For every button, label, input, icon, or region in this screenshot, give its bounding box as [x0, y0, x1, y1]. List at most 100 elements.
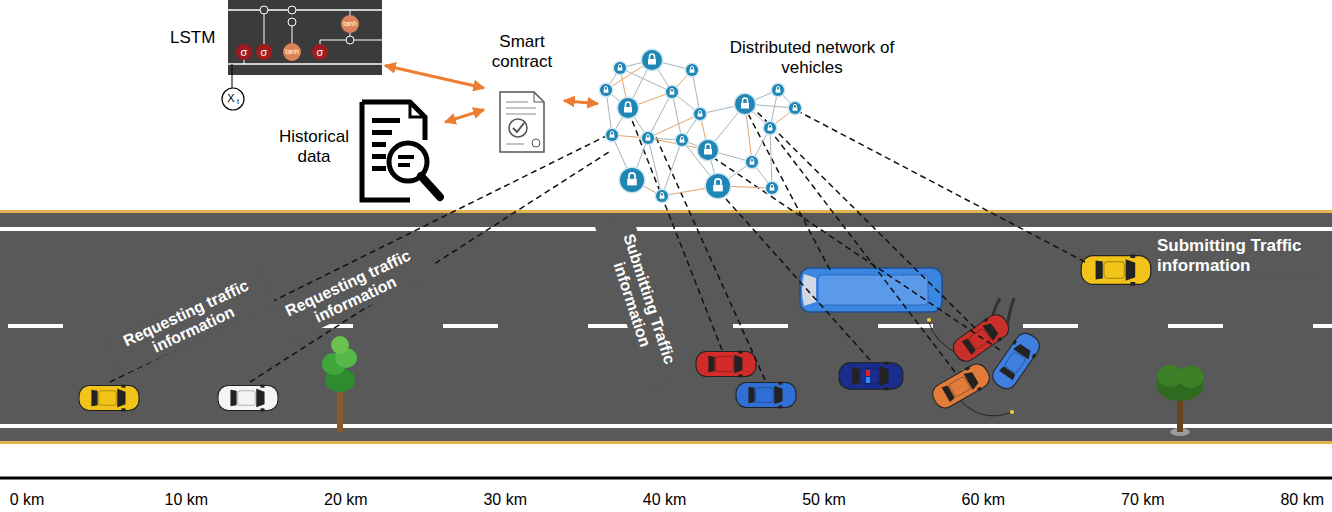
vehicle-network — [794, 104, 797, 107]
vehicle-network — [694, 108, 706, 120]
gate-symbol: σ — [261, 46, 268, 59]
historical-data-icon — [372, 166, 386, 171]
vehicle-network — [705, 173, 732, 200]
vehicle-network — [662, 140, 682, 196]
historical-data-icon — [421, 176, 440, 197]
road-label: Submitting Traffic information — [1154, 235, 1326, 276]
vehicle-network — [619, 167, 646, 194]
axis-label: 20 km — [324, 491, 368, 509]
vehicle-network — [706, 144, 711, 149]
vehicle-network — [629, 173, 635, 179]
node-group: Distributed network of vehicles — [598, 30, 900, 205]
vehicle-network — [763, 121, 778, 136]
vehicle-network — [671, 88, 674, 91]
smart-contract-icon — [532, 139, 540, 147]
vehicle-network — [665, 85, 680, 100]
vehicle-link — [110, 105, 1085, 382]
vehicle-network — [681, 136, 684, 139]
smart-contract-icon — [506, 144, 524, 145]
axis-label: 60 km — [962, 491, 1006, 509]
vehicle-network — [619, 167, 646, 194]
road — [0, 227, 1332, 231]
vehicle-link — [250, 150, 612, 382]
vehicle-network — [686, 64, 698, 76]
tree — [331, 336, 349, 354]
vehicle-network — [648, 59, 656, 65]
vehicle-network — [650, 54, 655, 59]
data-flow-arrow — [445, 110, 484, 122]
vehicle-network — [641, 131, 656, 146]
car — [736, 382, 796, 409]
vehicle-network — [793, 107, 798, 110]
distance-axis — [0, 477, 1332, 480]
vehicle-link — [770, 130, 955, 372]
smart-contract-icon — [509, 119, 527, 137]
vehicle-network — [770, 128, 772, 188]
vehicle-network — [617, 97, 640, 120]
vehicle-network — [745, 155, 760, 170]
vehicle-network — [685, 63, 700, 78]
vehicle-network — [604, 89, 609, 92]
lstm-cell — [222, 0, 382, 110]
vehicle-network — [606, 129, 618, 141]
vehicle-network — [618, 98, 638, 118]
car — [79, 385, 139, 412]
vehicle-network — [675, 133, 690, 148]
gate-symbol: tanh — [285, 48, 299, 56]
vehicle-network — [665, 85, 680, 100]
input-subscript: t — [237, 98, 239, 106]
axis-label: 80 km — [1280, 491, 1324, 509]
vehicle-network — [734, 93, 757, 116]
axis-label: 10 km — [165, 491, 209, 509]
vehicle-network — [605, 128, 620, 143]
car — [696, 351, 756, 378]
vehicle-network — [764, 122, 776, 134]
lstm-cell — [288, 18, 296, 26]
tree — [1156, 365, 1204, 436]
lstm-cell — [222, 88, 244, 110]
lstm-cell — [350, 40, 382, 41]
node-label: LSTM — [170, 28, 215, 48]
lstm-cell — [288, 6, 296, 14]
smart-contract-icon — [500, 92, 544, 152]
vehicle-network — [734, 93, 757, 116]
smart-contract-icon — [534, 92, 544, 102]
historical-data-icon — [362, 102, 440, 200]
vehicle-network — [599, 49, 803, 204]
node-label: Smart contract — [484, 32, 560, 71]
vehicle-network — [660, 195, 665, 198]
crashed-car — [928, 359, 993, 412]
vehicle-network — [776, 89, 781, 92]
lstm-cell — [260, 6, 268, 14]
vehicle-network — [743, 98, 748, 103]
lstm-cell — [232, 64, 233, 88]
vehicle-network — [611, 131, 614, 134]
lstm-cell — [236, 44, 252, 60]
smart-contract-icon — [500, 92, 544, 152]
historical-data-icon — [398, 155, 414, 159]
vehicle-network — [751, 158, 754, 161]
node-group: LSTM — [160, 0, 385, 80]
vehicle-network — [685, 63, 700, 78]
vehicle-link — [708, 154, 1000, 350]
car — [218, 385, 278, 412]
vehicle-network — [788, 101, 803, 116]
vehicle-network — [599, 83, 614, 98]
road — [0, 441, 1332, 444]
vehicle-network — [704, 149, 712, 155]
historical-data-icon — [372, 130, 392, 135]
vehicle-network — [617, 97, 640, 120]
vehicle-network — [605, 86, 608, 89]
vehicle-network — [697, 139, 720, 162]
vehicle-network — [618, 67, 623, 70]
vehicle-network — [676, 134, 688, 146]
vehicle-network — [735, 94, 755, 114]
tree — [1178, 366, 1204, 388]
vehicle-network — [648, 138, 662, 196]
vehicle-network — [599, 83, 614, 98]
vehicle-network — [675, 133, 690, 148]
gate-symbol: tanh — [343, 20, 357, 28]
vehicle-network — [777, 86, 780, 89]
